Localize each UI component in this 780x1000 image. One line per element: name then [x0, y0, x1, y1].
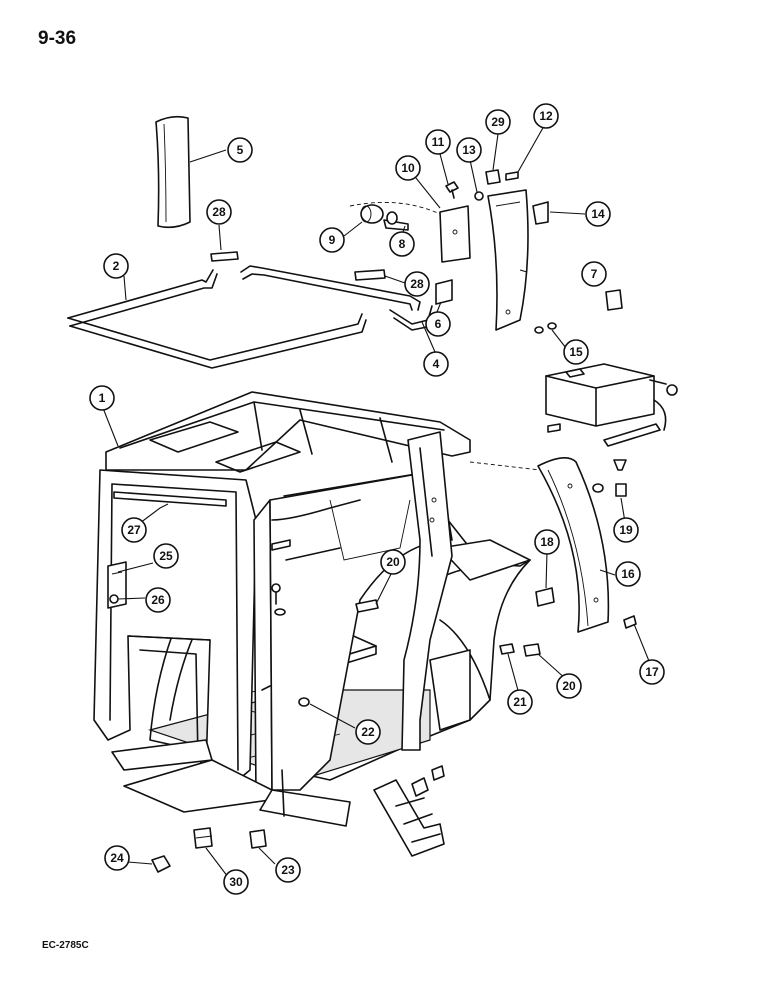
part-23-grommet	[249, 829, 267, 849]
callout-23: 23	[275, 857, 301, 883]
svg-text:30: 30	[229, 875, 243, 889]
part-1-cab-frame	[93, 391, 531, 801]
part-2-roof-seal	[67, 269, 367, 369]
alignment-line-rear	[469, 461, 541, 471]
part-21-block	[499, 643, 515, 655]
callout-18: 18	[534, 529, 560, 555]
svg-text:11: 11	[432, 135, 445, 149]
callout-30: 30	[223, 869, 249, 895]
part-18-clip	[535, 587, 555, 607]
svg-text:5: 5	[237, 143, 244, 157]
svg-text:20: 20	[386, 555, 400, 569]
callout-7: 7	[581, 261, 607, 287]
leader-lines	[102, 125, 652, 878]
part-10-plate	[439, 205, 471, 263]
svg-text:29: 29	[491, 115, 505, 129]
callout-9: 9	[319, 227, 345, 253]
svg-text:26: 26	[151, 593, 165, 607]
svg-text:15: 15	[569, 345, 583, 359]
callout-11: 11	[425, 129, 451, 155]
part-5-trim-panel	[155, 115, 191, 229]
svg-text:18: 18	[540, 535, 554, 549]
part-17-screw	[623, 615, 637, 629]
callout-2: 2	[103, 253, 129, 279]
svg-text:10: 10	[401, 161, 415, 175]
part-15-nuts	[534, 322, 557, 334]
callout-24: 24	[104, 845, 130, 871]
page-number: 9-36	[38, 28, 77, 49]
svg-text:9: 9	[329, 233, 336, 247]
part-4-roof-seal	[240, 265, 433, 331]
callout-28-right: 28	[404, 271, 430, 297]
svg-text:8: 8	[399, 237, 406, 251]
callout-20-cab: 20	[380, 549, 406, 575]
callout-16: 16	[615, 561, 641, 587]
svg-text:28: 28	[212, 205, 226, 219]
svg-text:6: 6	[435, 317, 442, 331]
callout-1: 1	[89, 385, 115, 411]
part-19-fasteners	[592, 459, 627, 497]
svg-text:23: 23	[281, 863, 295, 877]
callout-5: 5	[227, 137, 253, 163]
svg-text:19: 19	[619, 523, 633, 537]
part-29-clip	[485, 169, 501, 185]
part-14-bracket-lower	[605, 289, 623, 311]
svg-text:13: 13	[462, 143, 476, 157]
access-step	[373, 765, 445, 857]
callout-26: 26	[145, 587, 171, 613]
lower-step-panel	[259, 769, 351, 827]
part-12-screw	[505, 171, 519, 181]
svg-text:17: 17	[645, 665, 659, 679]
part-28-block-right	[354, 269, 386, 281]
callout-22: 22	[355, 719, 381, 745]
part-20-block-right	[523, 643, 541, 657]
svg-text:16: 16	[621, 567, 635, 581]
tool-box	[545, 363, 678, 447]
part-8-stud	[383, 211, 409, 231]
callout-21: 21	[507, 689, 533, 715]
callout-4: 4	[423, 351, 449, 377]
callout-17: 17	[639, 659, 665, 685]
part-7-pillar-trim	[487, 189, 529, 331]
svg-text:22: 22	[361, 725, 375, 739]
part-16-fender-trim	[537, 457, 610, 633]
figure-reference-code: EC-2785C	[42, 940, 89, 951]
callout-20-right: 20	[556, 673, 582, 699]
callout-29: 29	[485, 109, 511, 135]
callout-27: 27	[121, 517, 147, 543]
svg-text:2: 2	[113, 259, 120, 273]
svg-text:14: 14	[591, 207, 605, 221]
floor-mat	[111, 739, 273, 813]
part-6-pad	[435, 279, 453, 305]
callout-6: 6	[425, 311, 451, 337]
part-14-bracket	[532, 201, 549, 225]
part-28-block-left	[210, 251, 239, 262]
callout-13: 13	[456, 137, 482, 163]
callout-12: 12	[533, 103, 559, 129]
svg-text:7: 7	[591, 267, 598, 281]
svg-text:21: 21	[513, 695, 527, 709]
svg-text:28: 28	[410, 277, 424, 291]
callout-10: 10	[395, 155, 421, 181]
part-24-plug	[151, 855, 171, 873]
svg-text:27: 27	[127, 523, 141, 537]
svg-text:4: 4	[433, 357, 440, 371]
part-30-block	[193, 827, 213, 849]
svg-text:20: 20	[562, 679, 576, 693]
callout-28-left: 28	[206, 199, 232, 225]
callout-25: 25	[153, 543, 179, 569]
svg-text:24: 24	[110, 851, 124, 865]
callout-15: 15	[563, 339, 589, 365]
part-11-bolt	[445, 181, 459, 199]
svg-text:12: 12	[539, 109, 553, 123]
svg-text:1: 1	[99, 391, 106, 405]
callout-14: 14	[585, 201, 611, 227]
callout-19: 19	[613, 517, 639, 543]
callout-8: 8	[389, 231, 415, 257]
alignment-line	[349, 202, 441, 215]
svg-text:25: 25	[159, 549, 173, 563]
part-9-bushing	[360, 204, 384, 224]
part-13-washer	[474, 191, 484, 201]
